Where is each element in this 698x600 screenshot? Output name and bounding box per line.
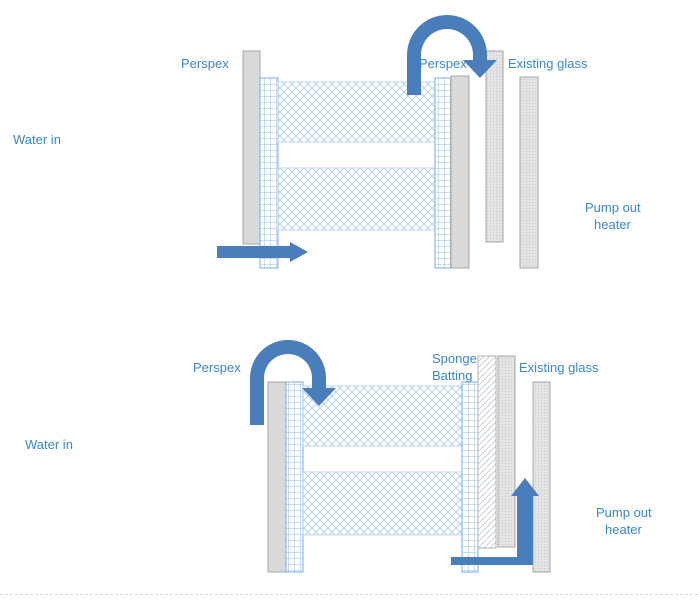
water-inlet-arrow [217,242,308,262]
diagram-bottom: Perspex Sponge Batting Existing glass Wa… [25,340,652,573]
perspex-panel-right [450,75,470,269]
label-perspex: Perspex [193,360,241,375]
sponge-batting-panel [477,355,497,549]
label-batting: Batting [432,368,472,383]
u-turn-arrow [250,340,336,425]
label-heater: heater [594,217,632,232]
existing-glass-panel-outer [519,76,539,269]
label-water-in: Water in [25,437,73,452]
existing-glass-panel-inner [485,50,504,243]
page-bottom-divider [0,594,698,595]
grid-strip-left [285,381,304,573]
grid-strip-right [434,77,452,269]
label-perspex-right: Perspex [419,56,467,71]
existing-glass-panel-inner [497,355,516,548]
label-heater: heater [605,522,643,537]
label-sponge: Sponge [432,351,477,366]
grid-strip-left [259,77,279,269]
diagram-top: Perspex Perspex Existing glass Water in … [13,15,641,269]
u-turn-arrow [407,15,497,95]
label-pump-out: Pump out [596,505,652,520]
filter-media-lower [277,167,436,231]
existing-glass-panel-outer [532,381,551,573]
filter-media-lower [302,471,463,536]
label-existing-glass: Existing glass [519,360,599,375]
label-water-in: Water in [13,132,61,147]
perspex-panel-left [242,50,261,245]
perspex-panel-left [267,381,287,573]
grid-strip-right [461,381,479,573]
label-pump-out: Pump out [585,200,641,215]
label-perspex-left: Perspex [181,56,229,71]
pump-outlet-arrow [451,478,539,565]
label-existing-glass: Existing glass [508,56,588,71]
